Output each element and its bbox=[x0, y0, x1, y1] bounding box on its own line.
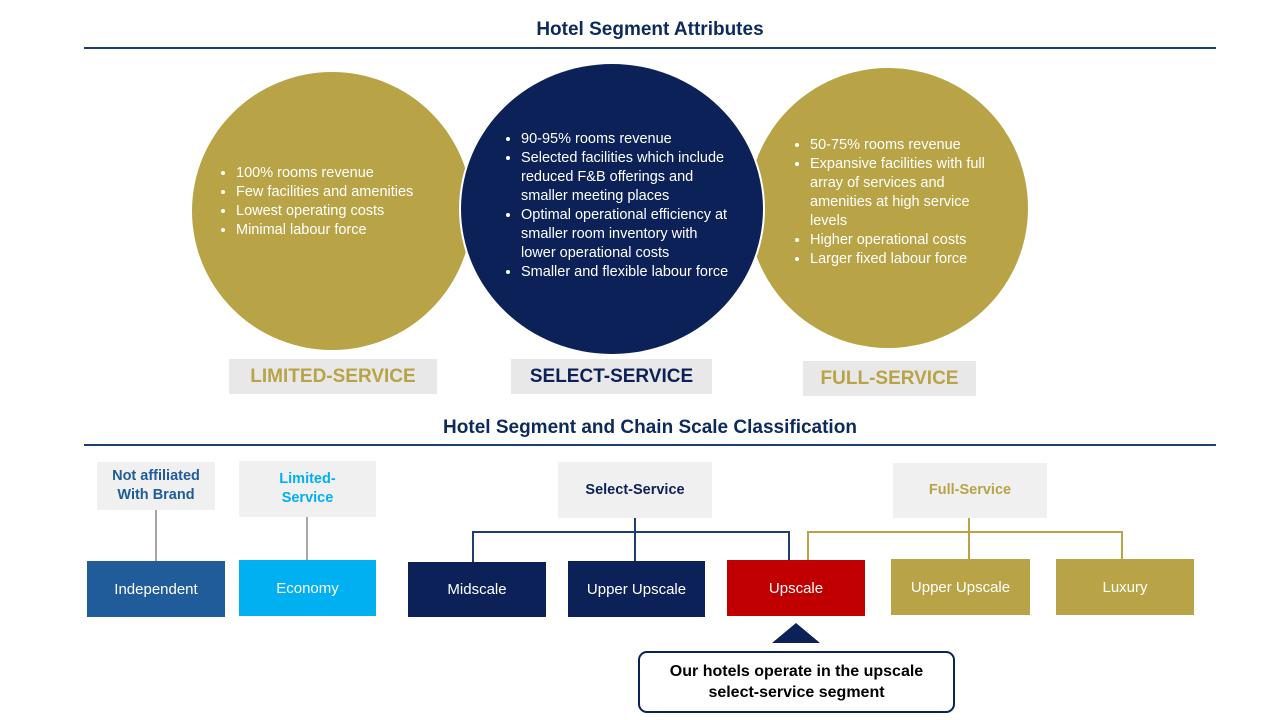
callout-box: Our hotels operate in the upscale select… bbox=[638, 651, 955, 713]
bottom-divider bbox=[84, 444, 1216, 446]
limited-service-header: Limited-Service bbox=[239, 461, 376, 517]
top-title: Hotel Segment Attributes bbox=[536, 19, 764, 40]
top-divider bbox=[84, 47, 1216, 49]
bullet: Smaller and flexible labour force bbox=[521, 263, 735, 282]
bullet: Higher operational costs bbox=[810, 231, 1010, 250]
bullet: Selected facilities which include reduce… bbox=[521, 149, 735, 206]
full-service-circle: 50-75% rooms revenueExpansive facilities… bbox=[748, 68, 1028, 348]
select-service-circle: 90-95% rooms revenueSelected facilities … bbox=[459, 62, 765, 356]
select-upper-upscale-box: Upper Upscale bbox=[568, 561, 705, 617]
full-service-label: FULL-SERVICE bbox=[803, 361, 976, 396]
economy-box: Economy bbox=[239, 560, 376, 616]
bullet: Optimal operational efficiency at smalle… bbox=[521, 206, 735, 263]
luxury-box: Luxury bbox=[1056, 559, 1194, 615]
bullet: 50-75% rooms revenue bbox=[810, 136, 1010, 155]
midscale-box: Midscale bbox=[408, 562, 546, 617]
select-service-header: Select-Service bbox=[558, 462, 712, 518]
bullet: Larger fixed labour force bbox=[810, 250, 1010, 269]
bottom-title: Hotel Segment and Chain Scale Classifica… bbox=[443, 417, 857, 438]
bullet: 100% rooms revenue bbox=[236, 164, 442, 183]
pointer-triangle-icon bbox=[772, 623, 820, 643]
bullet: Expansive facilities with full array of … bbox=[810, 155, 1010, 231]
full-upper-upscale-box: Upper Upscale bbox=[891, 559, 1030, 615]
bullet: Minimal labour force bbox=[236, 221, 442, 240]
not-affiliated-header: Not affiliated With Brand bbox=[97, 462, 215, 510]
independent-box: Independent bbox=[87, 561, 225, 617]
limited-service-circle: 100% rooms revenueFew facilities and ame… bbox=[192, 72, 472, 350]
bullet: Few facilities and amenities bbox=[236, 183, 442, 202]
bullet: Lowest operating costs bbox=[236, 202, 442, 221]
limited-service-label: LIMITED-SERVICE bbox=[229, 359, 437, 394]
full-service-header: Full-Service bbox=[893, 463, 1047, 518]
bullet: 90-95% rooms revenue bbox=[521, 130, 735, 149]
select-service-label: SELECT-SERVICE bbox=[511, 359, 712, 394]
upscale-box: Upscale bbox=[727, 560, 865, 616]
